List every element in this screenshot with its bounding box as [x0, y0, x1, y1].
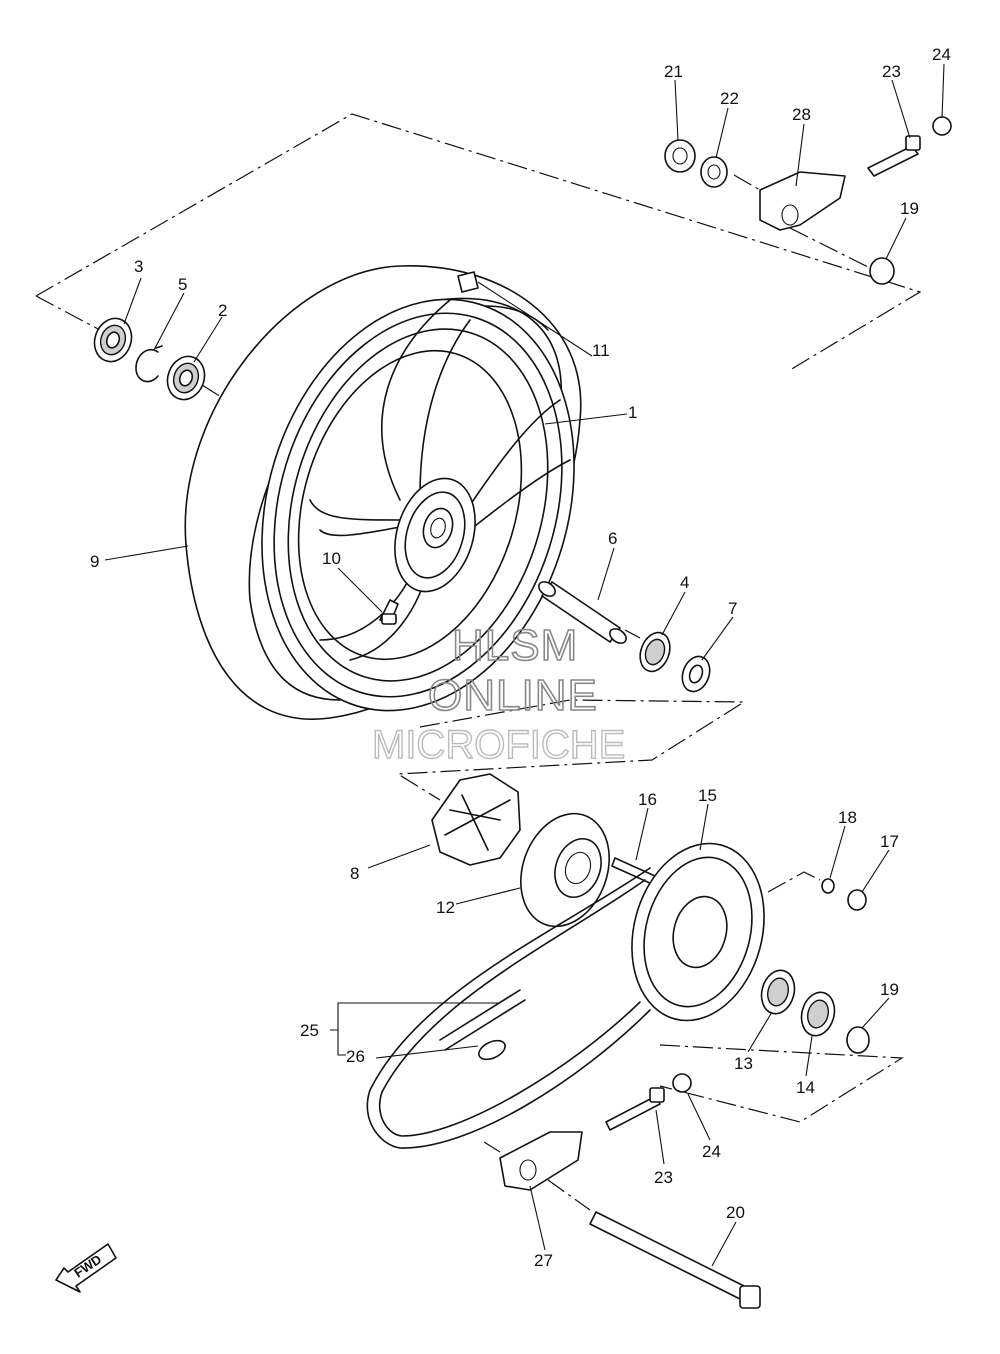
callout-22: 22: [720, 89, 739, 108]
forward-direction-arrow: FWD: [55, 1243, 117, 1293]
nut-24-lower[interactable]: [672, 1073, 692, 1093]
oil-seal-3[interactable]: [89, 313, 138, 367]
adjust-bolt-23-upper[interactable]: [867, 135, 921, 177]
watermark-line-3: MICROFICHE: [372, 723, 625, 767]
bearing-4[interactable]: [635, 628, 675, 675]
callout-8: 8: [350, 864, 359, 883]
chain-joint-26[interactable]: [476, 1037, 508, 1063]
callout-1: 1: [628, 403, 637, 422]
nut-17[interactable]: [847, 889, 867, 911]
rear-axle-20[interactable]: [589, 1211, 761, 1309]
chain-puller-27[interactable]: [499, 1131, 583, 1191]
callout-13: 13: [734, 1054, 753, 1073]
spacer-6[interactable]: [536, 579, 629, 646]
wheel-rim[interactable]: [213, 260, 623, 749]
callout-19-lower: 19: [880, 980, 899, 999]
callout-7: 7: [728, 599, 737, 618]
lower-assembly-outline: [396, 699, 904, 1211]
callout-labels: 1 2 3 4 5 6 7 8 9 10 11 12 13 14 15 16 1…: [90, 45, 951, 1270]
callout-14: 14: [796, 1078, 815, 1097]
callout-21: 21: [664, 62, 683, 81]
valve-stem[interactable]: [379, 599, 399, 625]
callout-20: 20: [726, 1203, 745, 1222]
callout-24-upper: 24: [932, 45, 951, 64]
callout-2: 2: [218, 301, 227, 320]
callout-15: 15: [698, 786, 717, 805]
watermark: HLSM ONLINE MICROFICHE: [371, 620, 626, 768]
callout-6: 6: [608, 529, 617, 548]
circlip-5[interactable]: [135, 345, 163, 383]
spacer-7[interactable]: [678, 653, 715, 696]
adjust-bolt-23-lower[interactable]: [605, 1087, 665, 1131]
callout-4: 4: [680, 573, 689, 592]
callout-10: 10: [322, 549, 341, 568]
bearing-13[interactable]: [757, 967, 799, 1018]
nut-21[interactable]: [664, 139, 696, 173]
watermark-line-2: ONLINE: [428, 671, 598, 720]
callout-9: 9: [90, 552, 99, 571]
balance-weight[interactable]: [457, 271, 479, 293]
hub-damper-8[interactable]: [431, 773, 521, 866]
callout-12: 12: [436, 898, 455, 917]
callout-24-lower: 24: [702, 1142, 721, 1161]
callout-16: 16: [638, 790, 657, 809]
chain-puller-28[interactable]: [759, 171, 846, 231]
oil-seal-14[interactable]: [797, 989, 839, 1040]
callout-11: 11: [592, 341, 610, 360]
drive-chain-25[interactable]: [366, 867, 651, 1149]
nut-24-upper[interactable]: [932, 116, 952, 136]
callout-5: 5: [178, 275, 187, 294]
collar-19-upper[interactable]: [869, 257, 895, 285]
stud-bolt-16[interactable]: [611, 857, 656, 885]
callout-28: 28: [792, 105, 811, 124]
washer-18[interactable]: [821, 878, 835, 894]
callout-23-upper: 23: [882, 62, 901, 81]
callout-3: 3: [134, 257, 143, 276]
callout-18: 18: [838, 808, 857, 827]
clutch-hub-12[interactable]: [506, 801, 625, 939]
sprocket-15[interactable]: [613, 829, 783, 1036]
callout-17: 17: [880, 832, 899, 851]
collar-19-lower[interactable]: [846, 1026, 870, 1054]
callout-26: 26: [346, 1047, 365, 1066]
callout-25: 25: [300, 1021, 319, 1040]
callout-23-lower: 23: [654, 1168, 673, 1187]
washer-22[interactable]: [700, 156, 728, 188]
bearing-2[interactable]: [162, 351, 211, 405]
callout-19-upper: 19: [900, 199, 919, 218]
callout-27: 27: [534, 1251, 553, 1270]
watermark-line-1: HLSM: [452, 621, 578, 670]
leader-lines: [104, 63, 945, 1267]
